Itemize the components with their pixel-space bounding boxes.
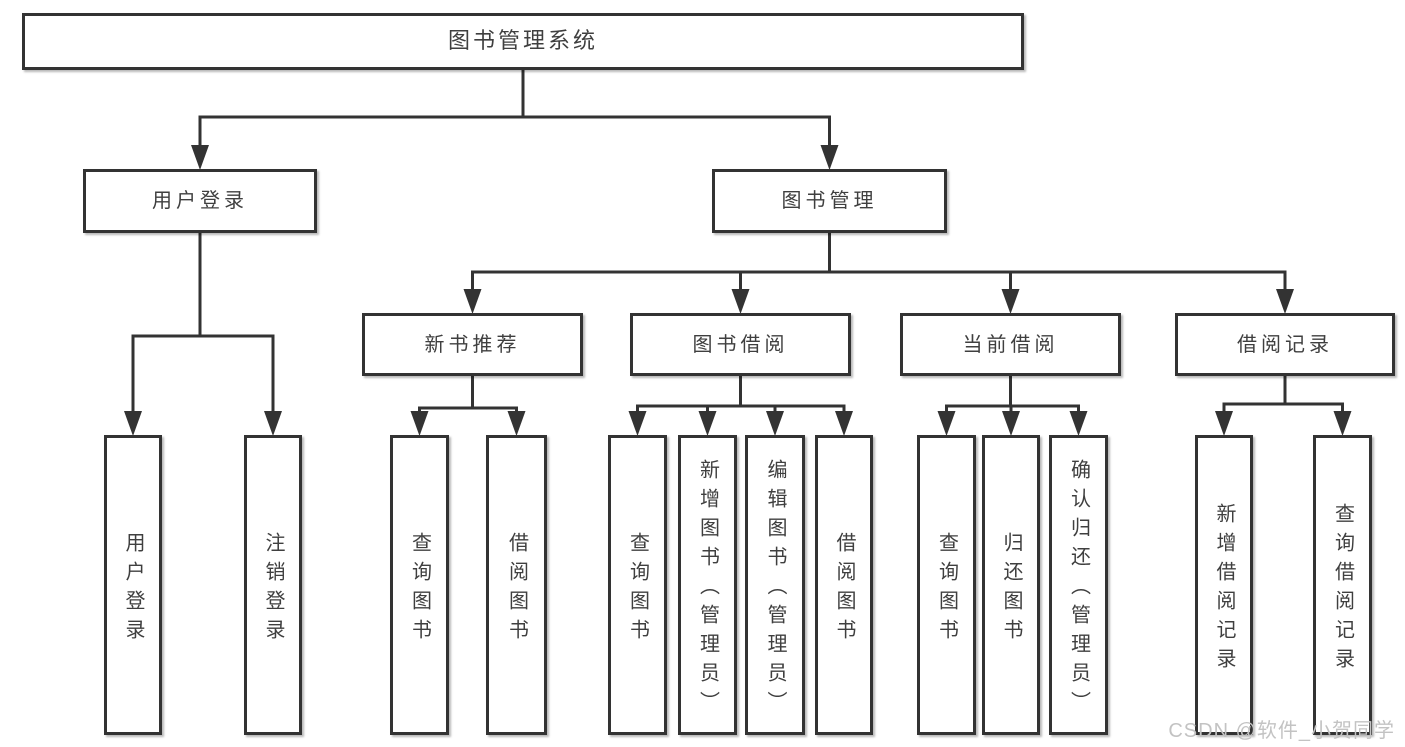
node-label-book-management: 图书管理: [781, 190, 878, 212]
node-book-borrowing: 图书借阅: [630, 313, 851, 376]
node-label-borrowing-records: 借阅记录: [1237, 333, 1333, 356]
node-bb-edit-books: 编辑图书（管理员）: [745, 435, 805, 735]
node-label-user-login-group: 用户登录: [152, 190, 248, 212]
node-user-login-group: 用户登录: [83, 169, 317, 233]
node-label-logout: 注销登录: [262, 531, 284, 648]
node-current-borrowing: 当前借阅: [900, 313, 1121, 376]
node-user-login: 用户登录: [104, 435, 162, 735]
node-label-bb-query-books: 查询图书: [626, 531, 649, 648]
node-label-br-add-record: 新增借阅记录: [1213, 502, 1235, 677]
node-cb-query-books: 查询图书: [917, 435, 976, 735]
node-bb-query-books: 查询图书: [608, 435, 667, 735]
node-cb-confirm-return: 确认归还（管理员）: [1049, 435, 1108, 735]
node-logout: 注销登录: [244, 435, 302, 735]
node-nbr-query-books: 查询图书: [390, 435, 449, 735]
node-label-bb-edit-books: 编辑图书（管理员）: [764, 459, 786, 720]
node-new-book-recommend: 新书推荐: [362, 313, 583, 376]
node-root: 图书管理系统: [22, 13, 1024, 70]
node-label-nbr-query-books: 查询图书: [408, 531, 431, 648]
node-borrowing-records: 借阅记录: [1175, 313, 1395, 376]
node-br-add-record: 新增借阅记录: [1195, 435, 1253, 735]
watermark: CSDN @软件_小贺同学: [1168, 720, 1395, 742]
node-br-query-record: 查询借阅记录: [1313, 435, 1372, 735]
node-book-management: 图书管理: [712, 169, 947, 233]
node-label-bb-borrow-books: 借阅图书: [833, 531, 855, 648]
node-label-cb-return-books: 归还图书: [1000, 531, 1022, 648]
node-nbr-borrow-books: 借阅图书: [486, 435, 547, 735]
node-label-new-book-recommend: 新书推荐: [424, 333, 521, 356]
node-label-book-borrowing: 图书借阅: [692, 333, 789, 356]
node-label-bb-add-books: 新增图书（管理员）: [696, 459, 719, 720]
node-bb-add-books: 新增图书（管理员）: [678, 435, 737, 735]
node-label-br-query-record: 查询借阅记录: [1331, 502, 1354, 677]
node-label-cb-query-books: 查询图书: [935, 531, 958, 648]
node-bb-borrow-books: 借阅图书: [815, 435, 873, 735]
node-label-root: 图书管理系统: [447, 28, 598, 54]
node-label-user-login: 用户登录: [122, 531, 144, 648]
node-cb-return-books: 归还图书: [982, 435, 1040, 735]
node-label-nbr-borrow-books: 借阅图书: [505, 531, 528, 648]
node-label-current-borrowing: 当前借阅: [962, 333, 1059, 356]
node-label-cb-confirm-return: 确认归还（管理员）: [1067, 459, 1090, 720]
